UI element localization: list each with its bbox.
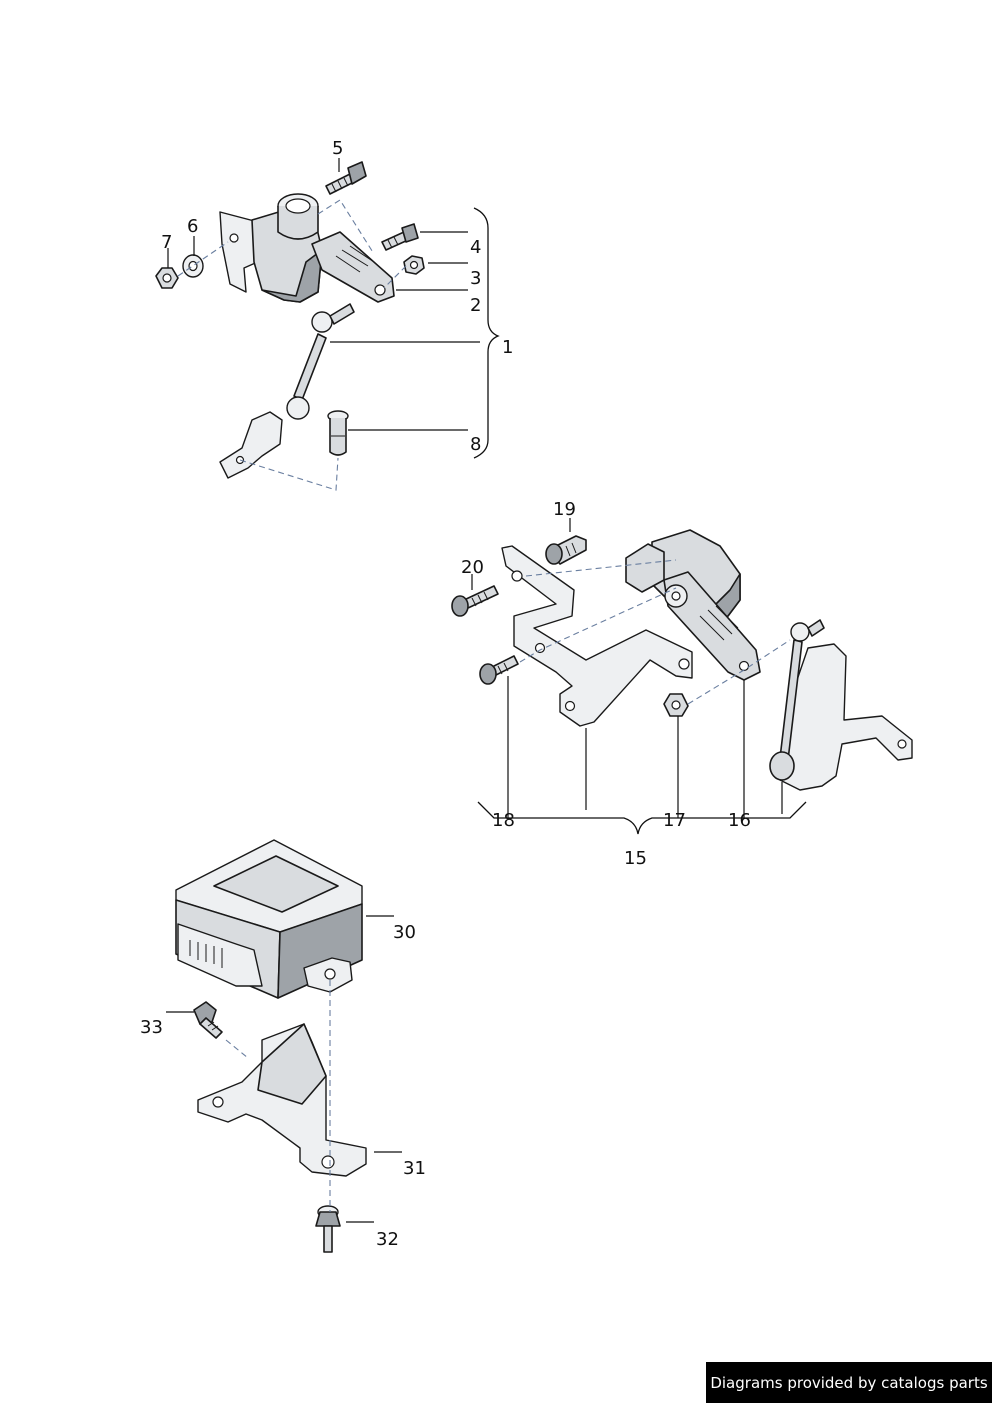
lever-pivot-hole [671, 591, 681, 601]
rod-upper-stud [329, 303, 355, 325]
assembly-line [239, 457, 339, 491]
bolt-18 [479, 655, 519, 685]
bracket-hole [534, 642, 546, 654]
lever-end-hole [738, 660, 750, 672]
pin-8 [327, 410, 349, 456]
lever-hole [374, 284, 386, 296]
bolt-4 [381, 223, 419, 251]
washer-6 [182, 254, 204, 278]
callout-18: 18 [492, 810, 515, 831]
callout-32: 32 [376, 1229, 399, 1250]
assembly-line [225, 1039, 249, 1059]
bolt-20 [451, 585, 499, 617]
bracket-31-web [257, 1023, 327, 1105]
bracket-hole [511, 570, 523, 582]
callout-1: 1 [502, 337, 513, 358]
bracket-hole [564, 700, 576, 712]
nut-7 [155, 267, 179, 289]
nut-3 [403, 255, 425, 275]
callout-15: 15 [624, 848, 647, 869]
screw-32 [315, 1205, 341, 1253]
callout-6: 6 [187, 216, 198, 237]
callout-20: 20 [461, 557, 484, 578]
rod-bracket [779, 643, 913, 791]
control-unit-connector [177, 923, 263, 987]
sensor-unit-lever [663, 571, 761, 681]
bracket-31-hole [321, 1155, 335, 1169]
rod-16-upper-joint [790, 622, 810, 642]
linkage-rod [293, 333, 327, 401]
callout-19: 19 [553, 499, 576, 520]
control-unit-label-area [213, 855, 339, 913]
assembly-line [519, 587, 677, 663]
callout-7: 7 [161, 232, 172, 253]
rod-16-stud [807, 619, 825, 637]
rod-lower-ball-joint [286, 396, 310, 420]
nut-17 [663, 693, 689, 717]
assembly-line [687, 639, 791, 705]
callout-16: 16 [728, 810, 751, 831]
connector-socket [285, 198, 311, 214]
callout-5: 5 [332, 138, 343, 159]
bracket-31 [197, 1023, 367, 1177]
bolt-5 [325, 161, 367, 195]
callout-4: 4 [470, 237, 481, 258]
callout-8: 8 [470, 434, 481, 455]
z-bracket [501, 545, 693, 727]
attribution-banner: Diagrams provided by catalogs parts [706, 1362, 992, 1403]
mount-lug-hole [324, 968, 336, 980]
callout-2: 2 [470, 295, 481, 316]
assembly-15-sensor-bracket [451, 529, 913, 791]
callout-3: 3 [470, 268, 481, 289]
callout-33: 33 [140, 1017, 163, 1038]
lower-sensor-bracket [219, 411, 283, 479]
assembly-line [383, 265, 407, 289]
rod-bracket-hole [897, 739, 907, 749]
lever-ribs [699, 605, 739, 641]
callout-17: 17 [663, 810, 686, 831]
sensor-connector-body [277, 206, 319, 240]
rod-16-lower-joint [769, 751, 795, 781]
assembly-30-control-unit [175, 839, 367, 1253]
callout-31: 31 [403, 1158, 426, 1179]
assembly-1-level-sensor [155, 161, 425, 491]
connector-pins [189, 940, 223, 968]
callout-30: 30 [393, 922, 416, 943]
bolt-19 [545, 535, 587, 565]
mount-plate-hole [229, 233, 239, 243]
assembly-line [177, 241, 229, 277]
leader-lines [166, 158, 807, 1223]
lever-ribs [335, 245, 375, 273]
bolt-33 [193, 1001, 223, 1039]
bracket-31-hole [212, 1096, 224, 1108]
bracket-hole [678, 658, 690, 670]
callout-numbers: 5 6 7 4 3 2 1 8 19 20 18 17 16 15 30 33 … [140, 138, 751, 1250]
sensor-housing-shadow [261, 249, 323, 303]
rod-upper-ball-joint [311, 311, 333, 333]
control-unit-side [277, 903, 363, 999]
assembly-line [525, 559, 677, 577]
